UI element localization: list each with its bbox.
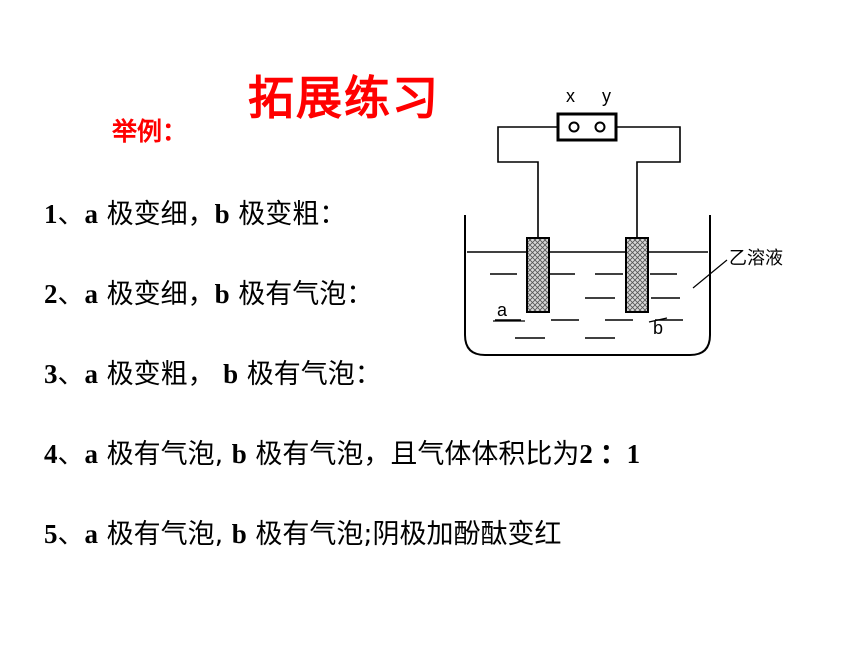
electrode-a-letter: a (84, 199, 99, 229)
electrode-a-text: 极有气泡, (98, 439, 232, 470)
electrode-a-text: 极有气泡, (98, 519, 232, 550)
question-item-5: 5、a 极有气泡, b 极有气泡;阴极加酚酞变红 (44, 512, 561, 551)
item-number: 2 (44, 279, 58, 309)
item-separator: 、 (57, 519, 85, 550)
electrode-b-letter: b (214, 199, 230, 229)
question-item-1: 1、a 极变细，b 极变粗： (44, 192, 346, 231)
beaker (464, 215, 711, 356)
item-separator: 、 (57, 279, 85, 310)
question-item-2: 2、a 极变细，b 极有气泡： (44, 272, 373, 311)
electrode-a-letter: a (84, 519, 99, 549)
question-item-3: 3、a 极变粗， b 极有气泡： (44, 352, 382, 391)
electrode-b-text: 极变粗： (229, 199, 347, 230)
electrode-a-text: 极变细， (98, 199, 215, 230)
item-number: 4 (44, 439, 58, 469)
wire-to-electrode-a (497, 126, 558, 238)
electrode-b-text: 极有气泡： (238, 359, 382, 390)
item-separator: 、 (57, 359, 85, 390)
electrode-a-label: a (497, 300, 508, 320)
item-separator: 、 (57, 199, 85, 230)
slide-title: 拓展练习 (248, 71, 440, 125)
terminal-box (556, 112, 618, 142)
electrode-a-text: 极变细， (98, 279, 215, 310)
electrolysis-cell-diagram: x y a b 乙溶液 (464, 86, 783, 356)
item-separator: 、 (57, 439, 85, 470)
electrode-b-text: 极有气泡： (229, 279, 374, 310)
electrode-a-text: 极变粗， (98, 359, 224, 390)
terminal-y-label: y (602, 86, 611, 106)
item-number: 3 (44, 359, 58, 389)
wire-to-electrode-b (616, 126, 681, 238)
electrode-a (526, 237, 550, 313)
electrode-b-text: 极有气泡，且气体体积比为 (246, 439, 580, 470)
item-number: 1 (44, 199, 58, 229)
example-label: 举例： (112, 117, 188, 146)
volume-ratio: 2 ：1 (579, 439, 641, 469)
solution-label: 乙溶液 (729, 248, 783, 268)
electrode-b-letter: b (223, 359, 239, 389)
electrode-b-label: b (653, 318, 663, 338)
question-item-4: 4、a 极有气泡, b 极有气泡，且气体体积比为2 ：1 (44, 432, 640, 471)
electrode-b-letter: b (214, 279, 230, 309)
electrode-a-letter: a (84, 439, 99, 469)
terminal-x-label: x (566, 86, 575, 106)
electrode-a-letter: a (84, 359, 99, 389)
electrode-b-letter: b (231, 439, 247, 469)
solution (467, 251, 708, 339)
electrode-b-text: 极有气泡;阴极加酚酞变红 (246, 519, 562, 550)
item-number: 5 (44, 519, 58, 549)
electrode-a-letter: a (84, 279, 99, 309)
electrode-b (625, 237, 649, 313)
electrode-b-letter: b (231, 519, 247, 549)
